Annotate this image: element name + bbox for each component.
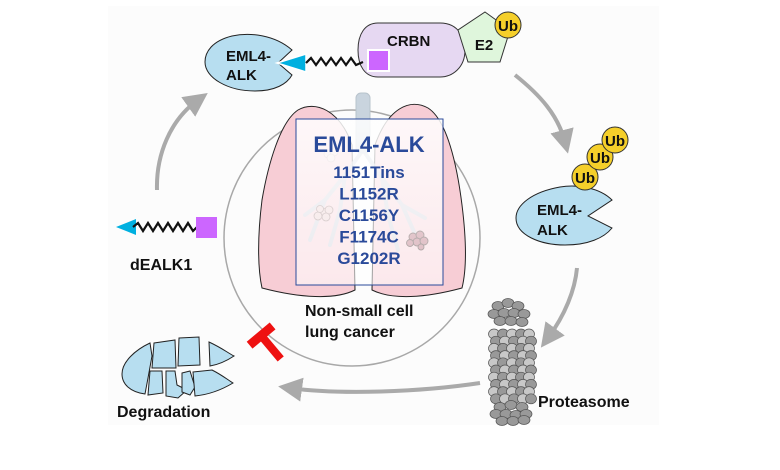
proteasome-subunit bbox=[517, 415, 531, 425]
ubiquitin-e2 bbox=[494, 11, 522, 39]
ternary-complex: CRBN E2 Ub EML4- ALK bbox=[204, 11, 522, 92]
tagged-label-line2: ALK bbox=[537, 222, 568, 239]
target-label-line1: EML4- bbox=[226, 48, 271, 65]
proteasome-subunit bbox=[504, 316, 518, 326]
ubiquitin-label: Ub bbox=[575, 170, 595, 187]
proteasome-label: Proteasome bbox=[538, 394, 630, 411]
ubiquitin-label: Ub bbox=[605, 133, 625, 150]
protac-dealk1: dEALK1 bbox=[116, 217, 217, 274]
degradation-label: Degradation bbox=[117, 404, 210, 421]
protac-warhead-icon bbox=[116, 219, 136, 235]
proteasome-subunit bbox=[525, 393, 537, 405]
proteasome-subunit bbox=[504, 400, 518, 410]
proteasome-icon bbox=[487, 298, 537, 426]
center-caption-line1: Non-small cell bbox=[305, 303, 413, 320]
center-caption-line2: lung cancer bbox=[305, 324, 395, 341]
protac-name: dEALK1 bbox=[130, 257, 192, 274]
protac-e3-ligand-icon bbox=[196, 217, 217, 238]
e2-label: E2 bbox=[475, 37, 493, 54]
ubiquitin-bead bbox=[601, 126, 629, 154]
proteasome-subunit bbox=[493, 316, 507, 326]
target-eml4-alk-bound bbox=[204, 33, 293, 92]
ubiquitin-e2-label: Ub bbox=[498, 18, 518, 35]
crbn-label: CRBN bbox=[387, 33, 430, 50]
mutation-item: G1202R bbox=[337, 249, 400, 268]
ubiquitin-bead bbox=[571, 163, 599, 191]
proteasome-subunit bbox=[506, 416, 520, 426]
mutation-item: 1151Tins bbox=[333, 163, 405, 182]
mutation-item: L1152R bbox=[339, 185, 399, 204]
tagged-label-line1: EML4- bbox=[537, 202, 582, 219]
protac-linker-icon bbox=[132, 220, 198, 234]
proteasome-subunit bbox=[495, 416, 509, 426]
mutation-box bbox=[295, 118, 444, 286]
mutation-item: C1156Y bbox=[339, 206, 400, 225]
cycle-arrow-bottom bbox=[278, 377, 481, 402]
mutation-box-title: EML4-ALK bbox=[313, 132, 424, 157]
proteasome-subunit bbox=[515, 317, 529, 327]
ubiquitin-bead bbox=[586, 143, 614, 171]
target-label-line2: ALK bbox=[226, 67, 257, 84]
ubiquitin-label: Ub bbox=[590, 150, 610, 167]
center-circle bbox=[223, 109, 481, 367]
proteasome-subunit bbox=[517, 309, 531, 319]
inhibition-icon bbox=[246, 322, 284, 362]
target-eml4-alk-tagged bbox=[515, 185, 613, 246]
cycle-arrow-left bbox=[154, 93, 208, 191]
e3-ligand-icon bbox=[367, 49, 390, 72]
linker-icon bbox=[305, 56, 364, 67]
cycle-arrow-right bbox=[540, 267, 579, 348]
mutation-item: F1174C bbox=[339, 228, 399, 247]
cycle-arrow-top-right bbox=[513, 73, 574, 154]
degraded-fragments-icon bbox=[121, 336, 235, 399]
